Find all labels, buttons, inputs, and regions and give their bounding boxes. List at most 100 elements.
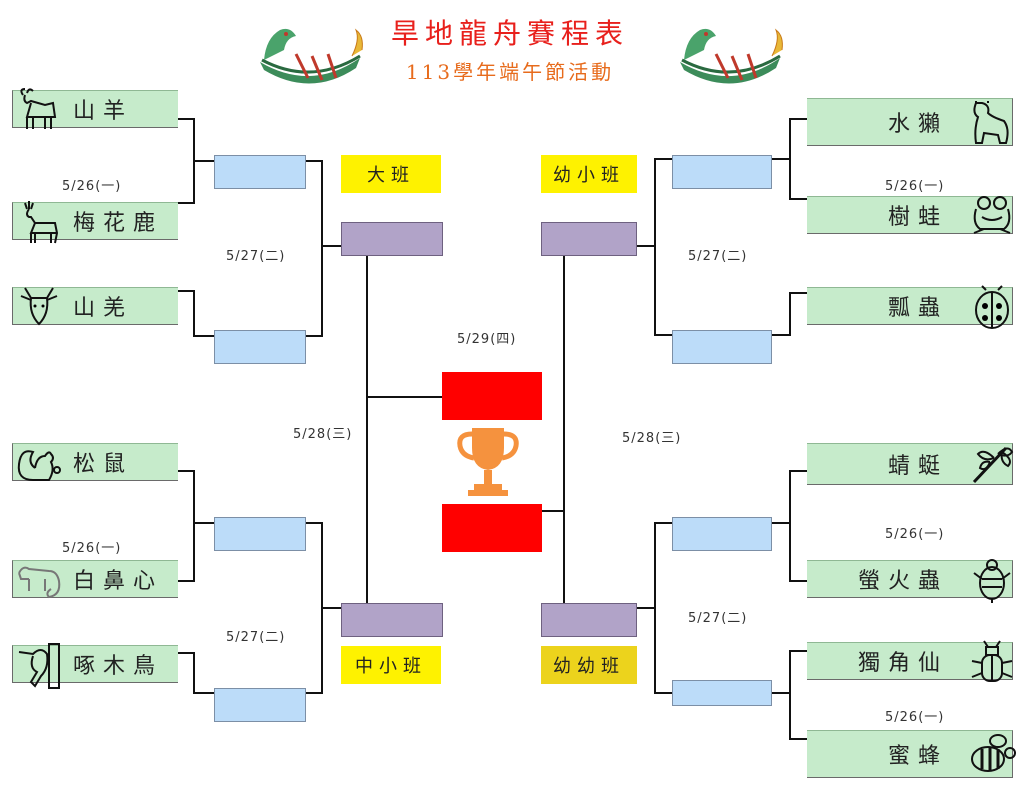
bracket-line: [789, 118, 807, 120]
team-label: 山羌: [73, 296, 134, 321]
team-label: 白鼻心: [73, 569, 164, 594]
bracket-line: [178, 290, 194, 292]
bracket-line: [789, 292, 791, 336]
team-label: 樹蛙: [887, 205, 948, 230]
bee-icon: [971, 734, 1016, 772]
match-slot[interactable]: [214, 155, 306, 189]
muntjac-icon: [20, 287, 58, 326]
match-slot[interactable]: [672, 517, 772, 551]
bracket-line: [789, 292, 807, 294]
ladybug-icon: [975, 285, 1009, 329]
date-round2: 5/27(二): [226, 249, 286, 264]
bracket-line: [366, 396, 442, 398]
match-slot[interactable]: [214, 330, 306, 364]
bracket-line: [178, 652, 194, 654]
bracket-line: [654, 522, 656, 694]
date-semifinal: 5/28(三): [293, 427, 353, 442]
date-round1: 5/26(一): [62, 179, 122, 194]
semifinal-slot[interactable]: [341, 222, 443, 256]
final-slot-top[interactable]: [442, 372, 542, 420]
bracket-line: [193, 692, 214, 694]
match-slot[interactable]: [672, 680, 772, 706]
class-label-top-right: 幼小班: [541, 155, 637, 193]
match-slot[interactable]: [672, 155, 772, 189]
bracket-line: [637, 245, 655, 247]
team-bee: 蜜蜂: [807, 730, 1016, 778]
bracket-line: [193, 652, 195, 694]
bracket-line: [655, 692, 672, 694]
final-slot-bottom[interactable]: [442, 504, 542, 552]
date-round1: 5/26(一): [885, 179, 945, 194]
bracket-line: [178, 580, 194, 582]
team-civet: 白鼻心: [12, 560, 178, 599]
semifinal-slot[interactable]: [541, 222, 637, 256]
bracket-line: [321, 607, 341, 609]
trophy-icon: [457, 428, 519, 496]
bracket-line: [772, 692, 791, 694]
bracket-line: [772, 158, 791, 160]
team-label: 瓢蟲: [887, 296, 948, 321]
firefly-icon: [973, 559, 1011, 603]
team-label: 松鼠: [73, 452, 134, 477]
team-label: 螢火蟲: [857, 569, 948, 594]
date-round1: 5/26(一): [885, 710, 945, 725]
bracket-line: [178, 118, 194, 120]
semifinal-slot[interactable]: [341, 603, 443, 637]
bracket-line: [193, 160, 214, 162]
team-label: 水獺: [887, 112, 948, 137]
date-semifinal: 5/28(三): [622, 431, 682, 446]
team-label: 梅花鹿: [73, 211, 164, 236]
bracket-line: [193, 290, 195, 336]
bracket-line: [789, 580, 807, 582]
team-deer: 梅花鹿: [12, 201, 178, 244]
team-label: 蜻蜓: [887, 454, 948, 479]
bracket-line: [193, 335, 214, 337]
bracket-line: [306, 692, 322, 694]
bracket-line: [789, 738, 807, 740]
beetle-icon: [971, 640, 1013, 682]
otter-icon: [973, 101, 1009, 144]
match-slot[interactable]: [214, 688, 306, 722]
bracket-line: [789, 470, 791, 582]
page-title: 旱地龍舟賽程表: [390, 17, 629, 50]
team-label: 蜜蜂: [887, 744, 948, 769]
semifinal-slot[interactable]: [541, 603, 637, 637]
date-round1: 5/26(一): [885, 527, 945, 542]
class-label-bottom-left: 中小班: [341, 646, 441, 684]
civet-icon: [18, 566, 61, 599]
bracket-line: [563, 256, 565, 604]
bracket-line: [789, 650, 807, 652]
squirrel-icon: [17, 450, 61, 481]
team-muntjac: 山羌: [12, 287, 178, 326]
date-round2: 5/27(二): [688, 249, 748, 264]
class-label-bottom-right: 幼幼班: [541, 646, 637, 684]
bracket-line: [321, 245, 341, 247]
team-goat: 山羊: [12, 88, 178, 129]
team-dragonfly: 蜻蜓: [807, 443, 1014, 485]
date-round1: 5/26(一): [62, 541, 122, 556]
bracket-line: [655, 158, 672, 160]
bracket-line: [789, 470, 807, 472]
bracket-line: [789, 650, 791, 740]
team-beetle: 獨角仙: [807, 640, 1013, 682]
team-woodpecker: 啄木鳥: [12, 643, 178, 689]
team-label: 山羊: [73, 99, 134, 124]
bracket-line: [306, 522, 322, 524]
bracket-line: [654, 158, 656, 336]
dragon-boat-icon: [680, 28, 783, 84]
team-label: 啄木鳥: [73, 654, 164, 679]
bracket-line: [772, 334, 791, 336]
dragonfly-icon: [972, 446, 1014, 484]
team-frog: 樹蛙: [807, 196, 1013, 234]
dragon-boat-icon: [260, 28, 363, 84]
bracket-line: [178, 470, 194, 472]
match-slot[interactable]: [672, 330, 772, 364]
bracket-line: [193, 522, 214, 524]
page-subtitle: 113學年端午節活動: [405, 60, 615, 84]
team-squirrel: 松鼠: [12, 443, 178, 481]
bracket-line: [541, 510, 565, 512]
match-slot[interactable]: [214, 517, 306, 551]
frog-icon: [973, 196, 1011, 234]
team-label: 獨角仙: [857, 651, 948, 676]
team-otter: 水獺: [807, 98, 1013, 146]
